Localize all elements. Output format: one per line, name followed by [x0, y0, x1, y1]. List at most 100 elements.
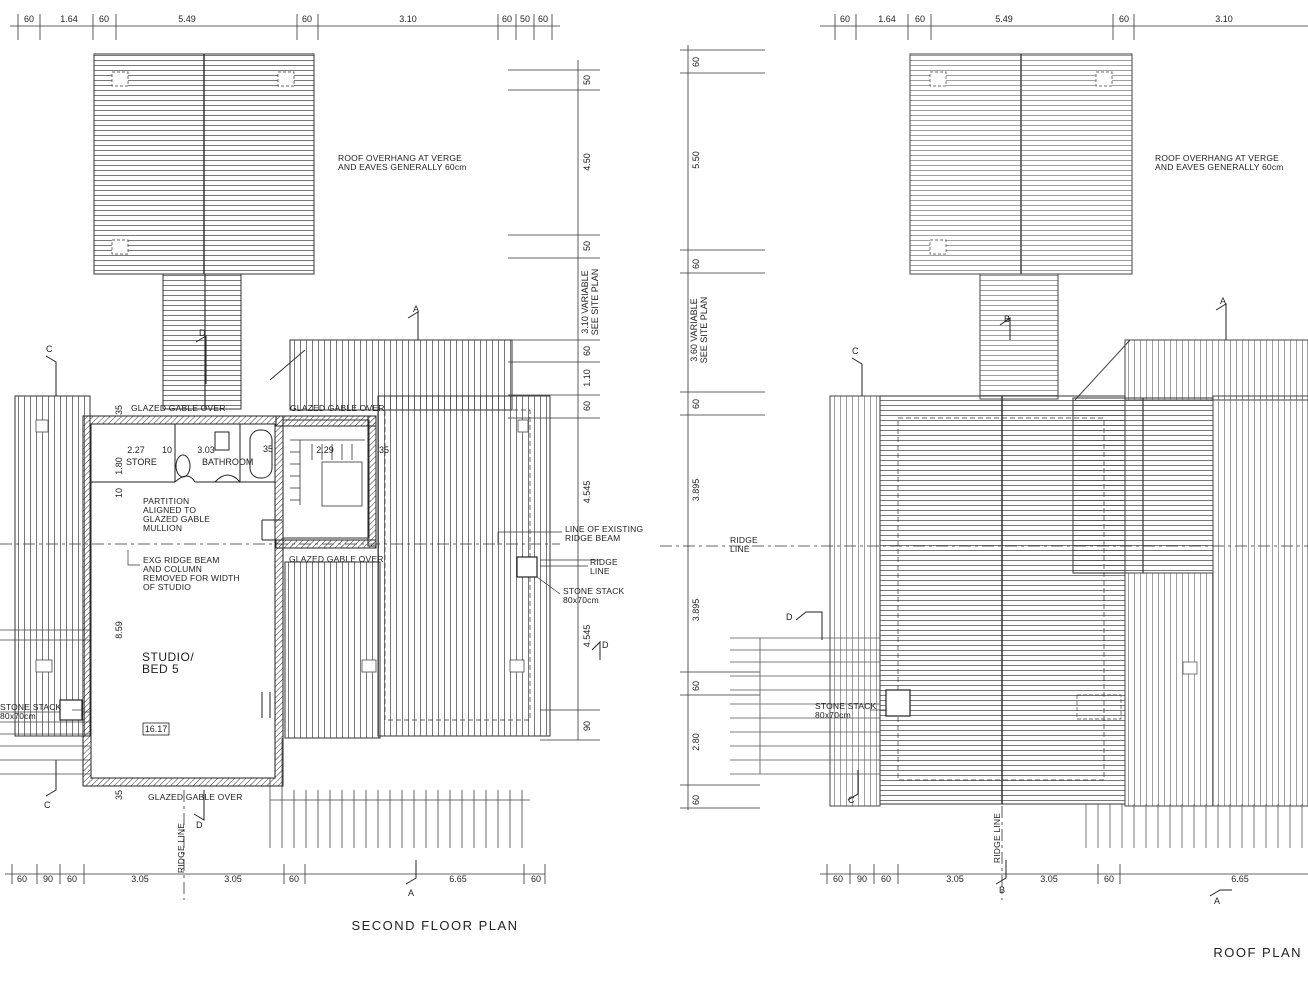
sf-right-dimension-line — [508, 60, 600, 741]
sf-plan-title: SECOND FLOOR PLAN — [351, 918, 518, 933]
sf-note-partition-4: MULLION — [143, 523, 182, 533]
rp-left-dim-4: 3.60 VARIABLE — [689, 298, 699, 361]
sf-room-dim-9: 10 — [114, 488, 124, 498]
sf-section-mark-d-right: D — [602, 640, 609, 650]
sf-section-mark-d-top: D — [199, 328, 206, 338]
sf-right-dim-7: 1.10 — [582, 369, 592, 387]
rp-left-dim-5: SEE SITE PLAN — [699, 297, 709, 364]
sf-top-dim-3: 60 — [99, 14, 109, 24]
sf-top-dim-1: 60 — [24, 14, 34, 24]
rp-note-overhang-line2: AND EAVES GENERALLY 60cm — [1155, 162, 1284, 172]
rp-note-ridge-line-vertical: RIDGE LINE — [992, 813, 1002, 863]
sf-top-dim-7: 60 — [502, 14, 512, 24]
sf-room-area: 16.17 — [145, 724, 168, 734]
sf-rooflight-2 — [277, 71, 295, 87]
rp-left-dim-3: 60 — [691, 259, 701, 269]
sf-note-partition-1: PARTITION — [143, 496, 189, 506]
sf-note-ridge-1: RIDGE — [590, 557, 618, 567]
rp-section-mark-a-bottom: A — [1214, 896, 1220, 906]
sf-note-overhang-line2: AND EAVES GENERALLY 60cm — [338, 162, 467, 172]
rp-left-dim-9: 60 — [691, 681, 701, 691]
rp-note-stone-stack-2: 80x70cm — [815, 710, 851, 720]
rp-bottom-dim-2: 90 — [857, 874, 867, 884]
sf-note-stone-stack-left-2: 80x70cm — [0, 711, 36, 721]
rp-note-ridge-1: RIDGE — [730, 535, 758, 545]
rp-section-mark-d: D — [786, 612, 793, 622]
sf-room-dim-10: 8.59 — [114, 621, 124, 639]
sf-top-dim-2: 1.64 — [60, 14, 78, 24]
sf-room-bathroom: BATHROOM — [202, 457, 253, 467]
sf-top-dim-5: 60 — [302, 14, 312, 24]
rp-left-dim-2: 5.50 — [691, 151, 701, 169]
sf-right-lower-roof — [284, 561, 381, 739]
sf-right-dim-8: 60 — [582, 401, 592, 411]
sf-internal-partitions — [91, 424, 282, 718]
sf-stairwell — [282, 419, 370, 539]
sf-note-glazed-gable-3: GLAZED GABLE OVER — [289, 554, 384, 564]
sf-right-dim-11: 90 — [582, 721, 592, 731]
sf-room-dim-11: 35 — [114, 790, 124, 800]
rp-top-dim-5: 60 — [1119, 14, 1129, 24]
rp-section-mark-b-top: B — [1004, 314, 1010, 324]
sf-room-dim-5: 2.29 — [316, 445, 334, 455]
rp-left-dim-8: 3.895 — [691, 599, 701, 622]
sf-note-exg-1: EXG RIDGE BEAM — [143, 555, 219, 565]
sf-room-dim-6: 35 — [379, 445, 389, 455]
sf-room-dim-7: 35 — [114, 405, 124, 415]
sf-bottom-dim-7: 6.65 — [449, 874, 467, 884]
sf-right-dim-5: SEE SITE PLAN — [590, 269, 600, 336]
rp-stone-stack — [885, 689, 911, 717]
roof-plan: 60 1.64 60 5.49 60 3.10 — [660, 14, 1308, 960]
rp-left-dim-7: 3.895 — [691, 479, 701, 502]
sf-top-dim-8: 50 — [520, 14, 530, 24]
rp-bottom-dim-1: 60 — [833, 874, 843, 884]
rp-bottom-dim-4: 3.05 — [946, 874, 964, 884]
rp-bottom-dim-6: 60 — [1104, 874, 1114, 884]
sf-room-studio-line2: BED 5 — [142, 662, 179, 676]
sf-rooflight-1 — [111, 71, 129, 87]
sf-bottom-dim-3: 60 — [67, 874, 77, 884]
sf-room-studio-line1: STUDIO/ — [142, 650, 194, 664]
sf-right-dim-3: 50 — [582, 241, 592, 251]
rp-top-dim-1: 60 — [840, 14, 850, 24]
rp-top-dim-6: 3.10 — [1215, 14, 1233, 24]
second-floor-plan: 60 1.64 60 5.49 60 3.10 60 50 60 — [0, 14, 643, 933]
sf-section-mark-c-bottom: C — [44, 800, 51, 810]
sf-section-mark-c-top: C — [46, 344, 53, 354]
rp-left-dim-10: 2.80 — [691, 733, 701, 751]
sf-area-box — [142, 722, 170, 736]
sf-right-dim-4: 3.10 VARIABLE — [580, 270, 590, 333]
sf-room-dim-8: 1.80 — [114, 457, 124, 475]
sf-bottom-dim-1: 60 — [17, 874, 27, 884]
sf-room-dim-2: 10 — [162, 445, 172, 455]
sf-note-exg-4: OF STUDIO — [143, 582, 191, 592]
rp-left-dimension-line — [680, 45, 765, 810]
rp-note-ridge-2: LINE — [730, 544, 750, 554]
sf-note-stone-stack-2: 80x70cm — [563, 595, 599, 605]
rp-top-dim-2: 1.64 — [878, 14, 896, 24]
sf-right-dim-1: 50 — [582, 75, 592, 85]
sf-veranda-slats — [269, 738, 530, 848]
sf-note-glazed-gable-2: GLAZED GABLE OVER — [290, 403, 385, 413]
sf-bottom-dim-2: 90 — [43, 874, 53, 884]
sf-note-exg-2: AND COLUMN — [143, 564, 202, 574]
rp-top-dim-4: 5.49 — [995, 14, 1013, 24]
rp-link-roof — [979, 273, 1059, 400]
sf-note-ridge-2: LINE — [590, 566, 610, 576]
sf-note-stone-stack-left-1: STONE STACK — [0, 702, 62, 712]
rp-note-stone-stack-1: STONE STACK — [815, 701, 877, 711]
sf-note-exg-3: REMOVED FOR WIDTH — [143, 573, 240, 583]
rp-bottom-dimension-line — [820, 864, 1308, 884]
rp-left-wing-roof — [829, 395, 881, 807]
sf-stone-stack — [516, 556, 538, 578]
rp-bottom-dim-5: 3.05 — [1040, 874, 1058, 884]
sf-bottom-dim-8: 60 — [531, 874, 541, 884]
rp-top-dimension-line — [820, 14, 1308, 40]
sf-note-stone-stack-1: STONE STACK — [563, 586, 625, 596]
sf-rooflight-3 — [111, 239, 129, 255]
rp-bottom-dim-7: 6.65 — [1231, 874, 1249, 884]
sf-top-dimension-line — [10, 14, 560, 40]
sf-bottom-dim-6: 60 — [289, 874, 299, 884]
sf-section-mark-a-top: A — [413, 304, 419, 314]
rp-section-mark-c-top: C — [852, 346, 859, 356]
